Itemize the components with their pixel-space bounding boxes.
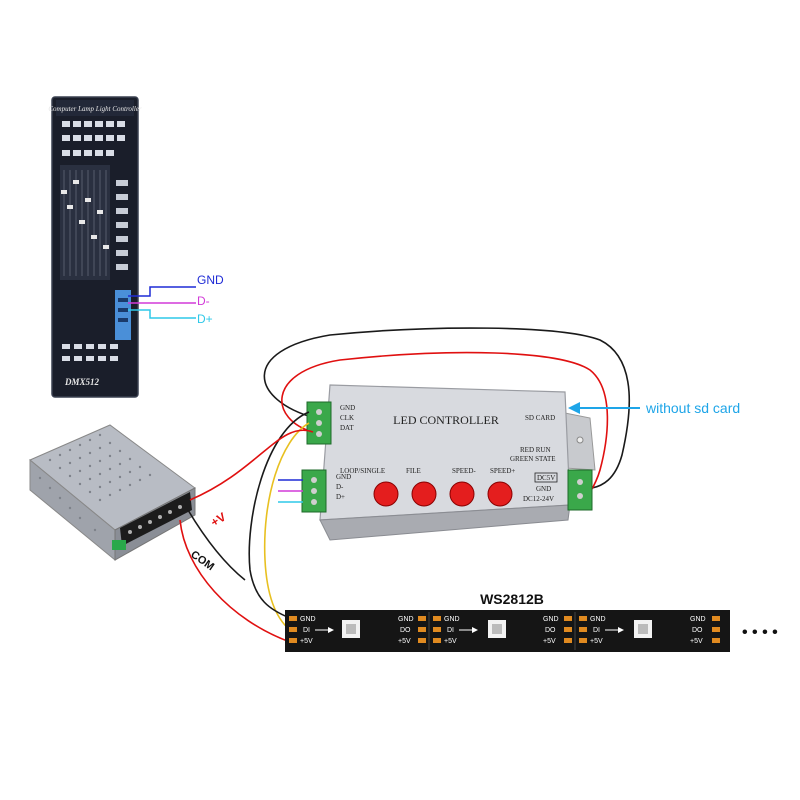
dc-range-label: DC12-24V (523, 495, 554, 503)
button-speed-plus-label: SPEED+ (490, 467, 515, 475)
svg-text:GND: GND (300, 616, 316, 623)
yellow-data-wire (263, 422, 310, 631)
speed-plus-button[interactable] (487, 481, 513, 507)
button-speed-minus-label: SPEED- (452, 467, 476, 475)
button-loop-label: LOOP/SINGLE (340, 467, 385, 475)
svg-text:GND: GND (444, 616, 460, 623)
out-clk-label: CLK (340, 414, 354, 422)
led-controller: LED CONTROLLER SD CARD RED RUN GREEN STA… (301, 384, 596, 541)
loop-button[interactable] (373, 481, 399, 507)
strip-segment-1: GND DI +5V GND DO +5V (289, 616, 426, 645)
dmx-dminus-label: D- (197, 294, 210, 308)
plus-v-label: +V (208, 510, 228, 530)
in-gnd-label: GND (336, 473, 351, 481)
dplus-wire (128, 309, 196, 319)
sd-card-arrow (568, 402, 640, 414)
dmx-lcd (115, 290, 131, 340)
speed-minus-button[interactable] (449, 481, 475, 507)
svg-text:GND: GND (590, 616, 606, 623)
controller-input-wires (278, 479, 303, 503)
without-sd-label: without sd card (645, 400, 740, 416)
gnd-wire (128, 286, 196, 297)
input-terminal (301, 469, 327, 513)
black-com-wire (187, 509, 246, 581)
controller-buttons (373, 481, 513, 507)
button-file-label: FILE (406, 467, 421, 475)
dmx-signal-wires (128, 286, 196, 319)
svg-text:DI: DI (303, 627, 310, 634)
svg-text:DO: DO (692, 627, 703, 634)
svg-text:+5V: +5V (590, 638, 603, 645)
gnd-out-label: GND (536, 485, 551, 493)
output-terminal (306, 401, 332, 445)
power-terminal (567, 469, 593, 511)
svg-text:+5V: +5V (300, 638, 313, 645)
svg-text:GND: GND (690, 616, 706, 623)
dmx-header-text: Computer Lamp Light Controller (48, 105, 142, 113)
file-button[interactable] (411, 481, 437, 507)
out-dat-label: DAT (340, 424, 354, 432)
svg-text:DI: DI (593, 627, 600, 634)
led-strip: GND DI +5V GND DO +5V GND DI +5V GND DO … (285, 610, 730, 652)
black-top-wire (263, 327, 631, 489)
dc5v-label: DC5V (537, 474, 555, 482)
svg-text:+5V: +5V (398, 638, 411, 645)
svg-text:DO: DO (400, 627, 411, 634)
red-plus-v-wire (189, 429, 314, 501)
loop-wires (263, 327, 631, 497)
sd-card-label: SD CARD (525, 414, 555, 422)
red-strip-wire (179, 519, 291, 643)
com-label: COM (188, 549, 216, 574)
dmx-bottom-buttons (62, 344, 118, 361)
dmx-faders (60, 165, 110, 280)
svg-text:DO: DO (545, 627, 556, 634)
dmx-console: Computer Lamp Light Controller (48, 96, 142, 398)
psu-terminal-block (120, 492, 192, 546)
strip-wires (179, 411, 314, 643)
in-dplus-label: D+ (336, 493, 345, 501)
svg-text:+5V: +5V (543, 638, 556, 645)
svg-text:DI: DI (447, 627, 454, 634)
controller-title: LED CONTROLLER (393, 413, 499, 427)
dmx-top-buttons (62, 121, 125, 156)
red-run-label: RED RUN (520, 446, 551, 454)
dmx-gnd-label: GND (197, 273, 224, 287)
dmx-side-buttons (116, 180, 128, 270)
svg-text:GND: GND (398, 616, 414, 623)
strip-title: WS2812B (480, 591, 544, 607)
strip-continuation-dots: • • • • (742, 624, 778, 641)
svg-text:+5V: +5V (444, 638, 457, 645)
out-gnd-label: GND (340, 404, 355, 412)
power-supply (29, 424, 196, 562)
red-top-wire (281, 351, 609, 497)
svg-text:+5V: +5V (690, 638, 703, 645)
black-gnd-wire (248, 411, 310, 619)
in-dminus-label: D- (336, 483, 344, 491)
svg-text:GND: GND (543, 616, 559, 623)
strip-segment-3: GND DI +5V GND DO +5V (579, 616, 720, 645)
psu-vent-pattern (38, 433, 152, 532)
strip-segment-2: GND DI +5V GND DO +5V (433, 616, 572, 645)
dmx-dplus-label: D+ (197, 312, 213, 326)
green-state-label: GREEN STATE (510, 455, 556, 463)
dmx-model-label: DMX512 (64, 377, 100, 387)
